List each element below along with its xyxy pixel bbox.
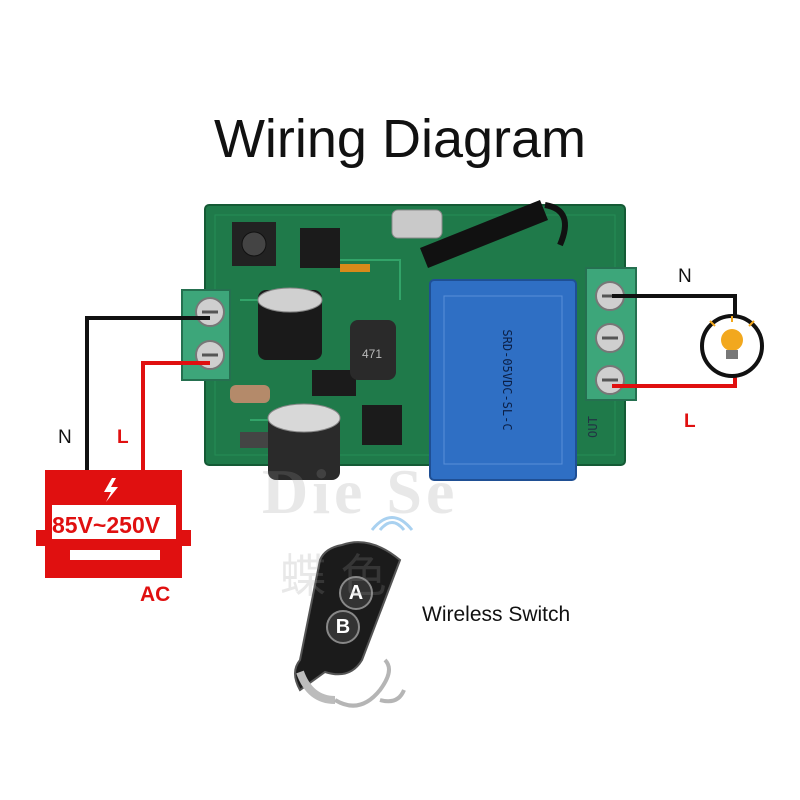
output-terminal-block	[585, 267, 637, 401]
wire-neutral-load	[612, 294, 737, 318]
remote-caption: Wireless Switch	[422, 603, 571, 626]
relay: SRD-05VDC-SL-C	[429, 279, 577, 481]
label-live-load: L	[684, 411, 696, 432]
wire-neutral-power	[85, 316, 210, 470]
label-neutral-power: N	[58, 427, 72, 448]
remote-control	[294, 516, 414, 708]
power-voltage: 85V~250V	[52, 512, 161, 538]
svg-text:SRD-05VDC-SL-C: SRD-05VDC-SL-C	[500, 329, 514, 430]
input-terminal-block	[181, 289, 231, 381]
ac-power-supply	[36, 470, 191, 578]
remote-button-b: B	[335, 616, 351, 638]
label-neutral-load: N	[678, 266, 692, 287]
power-type: AC	[140, 583, 171, 606]
lamp-bulb-icon	[700, 314, 764, 378]
page-title: Wiring Diagram	[213, 109, 587, 169]
capacitor-2	[267, 403, 341, 480]
lightning-icon	[104, 478, 118, 502]
capacitor-1	[257, 287, 323, 360]
svg-text:471: 471	[362, 347, 382, 361]
label-live-power: L	[117, 427, 129, 448]
remote-button-a: A	[348, 582, 364, 604]
out-label: OUT	[585, 416, 600, 438]
wire-live-power	[141, 361, 210, 470]
watermark-cjk: 蝶 色	[280, 549, 387, 603]
watermark-latin: Die Se	[262, 456, 459, 527]
